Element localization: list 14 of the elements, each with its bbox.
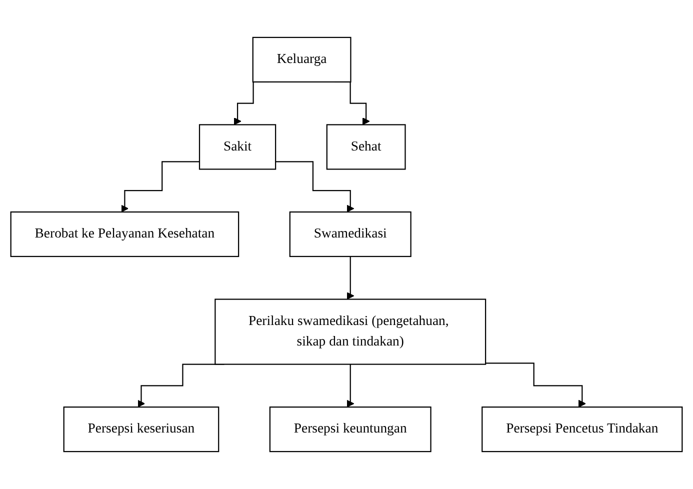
arrow bbox=[486, 362, 586, 408]
node-box: Persepsi keuntungan bbox=[269, 406, 432, 452]
node-box: Persepsi keseriusan bbox=[63, 406, 220, 452]
node-box: Persepsi Pencetus Tindakan bbox=[482, 406, 683, 452]
arrow bbox=[120, 161, 200, 212]
node-box: Sakit bbox=[198, 124, 276, 170]
arrow bbox=[346, 364, 354, 408]
node-box: Berobat ke Pelayanan Kesehatan bbox=[10, 211, 240, 258]
node-box: Sehat bbox=[326, 124, 406, 170]
node-box: Perilaku swamedikasi (pengetahuan, sikap dan tindakan) bbox=[214, 298, 486, 365]
node-box: Swamedikasi bbox=[289, 211, 412, 258]
arrow bbox=[346, 256, 354, 300]
node-box: Keluarga bbox=[252, 36, 352, 82]
arrow bbox=[276, 161, 354, 212]
